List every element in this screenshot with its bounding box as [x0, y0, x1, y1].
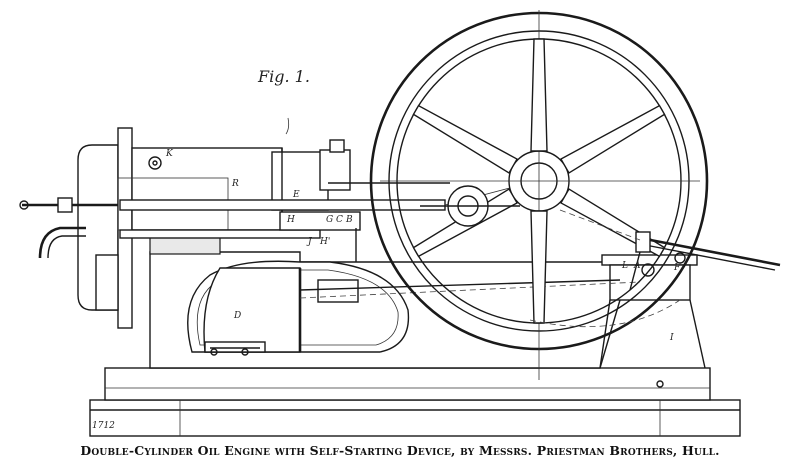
engine-base: 1712 — [89, 367, 741, 437]
label-f: F — [673, 263, 681, 273]
label-k: K — [165, 149, 174, 159]
engine-drawing: Fig. 1. 1712 I D — [19, 10, 781, 437]
connecting-rod: E H G C B J H' — [119, 139, 541, 262]
figure-label: Fig. 1. — [257, 67, 310, 86]
flywheel-spoke — [530, 38, 548, 152]
label-e: E — [292, 190, 300, 200]
label-l: L — [621, 261, 628, 271]
label-j: J — [306, 237, 313, 247]
crank-disc — [420, 185, 520, 227]
label-c: C — [336, 215, 343, 225]
left-pipe-and-rod — [19, 197, 118, 259]
label-a: A — [633, 261, 641, 271]
figure-caption: Double-Cylinder Oil Engine with Self-Sta… — [80, 443, 720, 458]
flywheel — [369, 10, 709, 380]
cylinder-block: K R — [77, 127, 329, 329]
label-h1: H' — [319, 237, 330, 247]
starting-lever: L A F — [529, 209, 781, 328]
label-i: I — [669, 333, 674, 343]
valve-gear — [299, 279, 641, 303]
pointer-mark — [285, 117, 290, 135]
label-r: R — [231, 179, 239, 189]
label-d: D — [233, 311, 241, 321]
label-h: H — [286, 215, 295, 225]
plate-number: 1712 — [92, 421, 115, 431]
label-g: G — [326, 215, 333, 225]
flywheel-spoke — [530, 210, 548, 324]
label-b: B — [345, 215, 353, 225]
flywheel-spoke — [560, 104, 666, 174]
flywheel-spoke — [412, 104, 518, 174]
oil-tank-d: D — [203, 267, 302, 356]
